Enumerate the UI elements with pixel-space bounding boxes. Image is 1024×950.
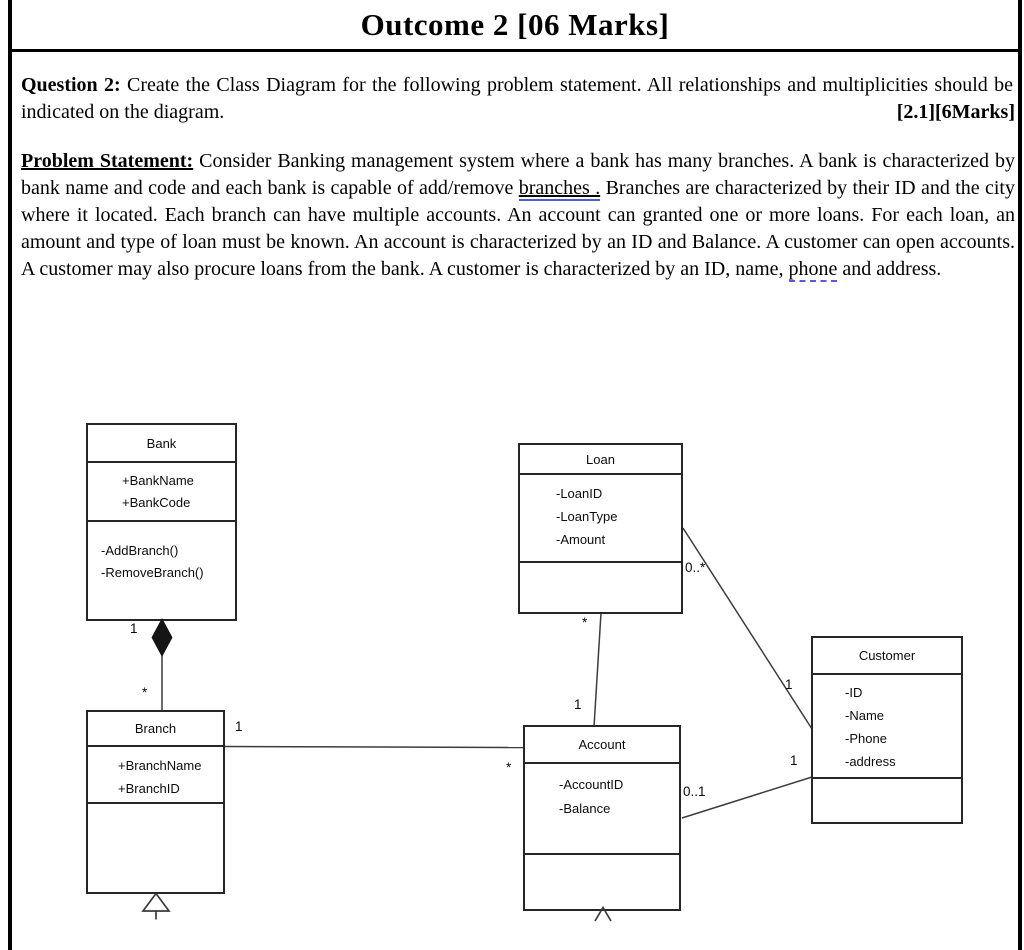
title-divider-line (8, 49, 1022, 52)
class-member: +BankCode (122, 495, 191, 510)
class-member: +BankName (122, 473, 194, 488)
class-member: -Name (845, 708, 885, 723)
problem-statement-paragraph: Problem Statement: Consider Banking mana… (21, 148, 1015, 283)
class-member: -LoanType (556, 509, 618, 524)
class-attributes-branch: +BranchName +BranchID (88, 747, 223, 804)
association-line-branch-account (224, 745, 525, 749)
class-member: -AccountID (559, 777, 624, 792)
class-attributes-account: -AccountID -Balance (525, 764, 679, 855)
class-box-customer: Customer -ID -Name -Phone -address (811, 636, 963, 824)
problem-text-3: and address. (837, 258, 942, 280)
spellcheck-marked-word: phone (788, 258, 838, 282)
class-name-branch: Branch (88, 712, 223, 747)
class-box-loan: Loan -LoanID -LoanType -Amount (518, 443, 683, 614)
generalization-triangle-icon (141, 892, 171, 912)
class-box-branch: Branch +BranchName +BranchID (86, 710, 225, 894)
multiplicity-branch-end: * (142, 685, 148, 700)
multiplicity-branch-assoc: 1 (235, 719, 243, 734)
multiplicity-loan-bottom: * (582, 615, 588, 630)
class-member: -address (845, 754, 896, 769)
class-attributes-loan: -LoanID -LoanType -Amount (520, 475, 681, 563)
grammar-marked-word: branches . (518, 177, 601, 201)
open-arrowhead-icon (594, 905, 612, 922)
class-name-bank: Bank (88, 425, 235, 463)
problem-text-1: Consider Banking management system where… (21, 150, 1015, 199)
multiplicity-account-right: 0..1 (683, 784, 706, 799)
class-box-bank: Bank +BankName +BankCode -AddBranch() -Rem… (86, 423, 237, 621)
class-member: +BranchID (118, 781, 180, 796)
class-methods-bank: -AddBranch() -RemoveBranch() (88, 522, 235, 619)
multiplicity-customer-bottom: 1 (790, 753, 798, 768)
multiplicity-account-top: 1 (574, 697, 582, 712)
class-name-customer: Customer (813, 638, 961, 675)
multiplicity-loan-right: 0..* (685, 560, 706, 575)
class-name-account: Account (525, 727, 679, 764)
question-paragraph: Question 2: Create the Class Diagram for… (21, 72, 1015, 126)
class-member: -LoanID (556, 486, 603, 501)
composition-diamond-icon (151, 618, 173, 657)
question-label: Question 2: (21, 74, 121, 96)
multiplicity-bank-end: 1 (130, 621, 138, 636)
question-text: Create the Class Diagram for the followi… (21, 74, 1013, 123)
problem-statement-label: Problem Statement: (21, 150, 194, 172)
page-title: Outcome 2 [06 Marks] (360, 7, 670, 42)
class-member: -Balance (559, 801, 611, 816)
class-member: -Amount (556, 532, 606, 547)
problem-text-2: Branches are characterized by their ID a… (21, 177, 1015, 280)
association-line-account-customer (681, 776, 813, 819)
multiplicity-account-left: * (506, 760, 512, 775)
class-member: -Phone (845, 731, 887, 746)
association-line-loan-customer (682, 527, 813, 730)
marks-label: [2.1][6Marks] (896, 101, 1015, 123)
association-line-loan-account (593, 612, 602, 728)
class-member: -RemoveBranch() (101, 565, 204, 580)
class-member: +BranchName (118, 758, 202, 773)
class-name-loan: Loan (520, 445, 681, 475)
page-border-left (8, 0, 12, 950)
multiplicity-customer-top: 1 (785, 677, 793, 692)
class-member: -ID (845, 685, 863, 700)
class-member: -AddBranch() (101, 543, 179, 558)
class-attributes-customer: -ID -Name -Phone -address (813, 675, 961, 779)
page-border-right (1018, 0, 1022, 950)
class-box-account: Account -AccountID -Balance (523, 725, 681, 911)
class-attributes-bank: +BankName +BankCode (88, 463, 235, 522)
